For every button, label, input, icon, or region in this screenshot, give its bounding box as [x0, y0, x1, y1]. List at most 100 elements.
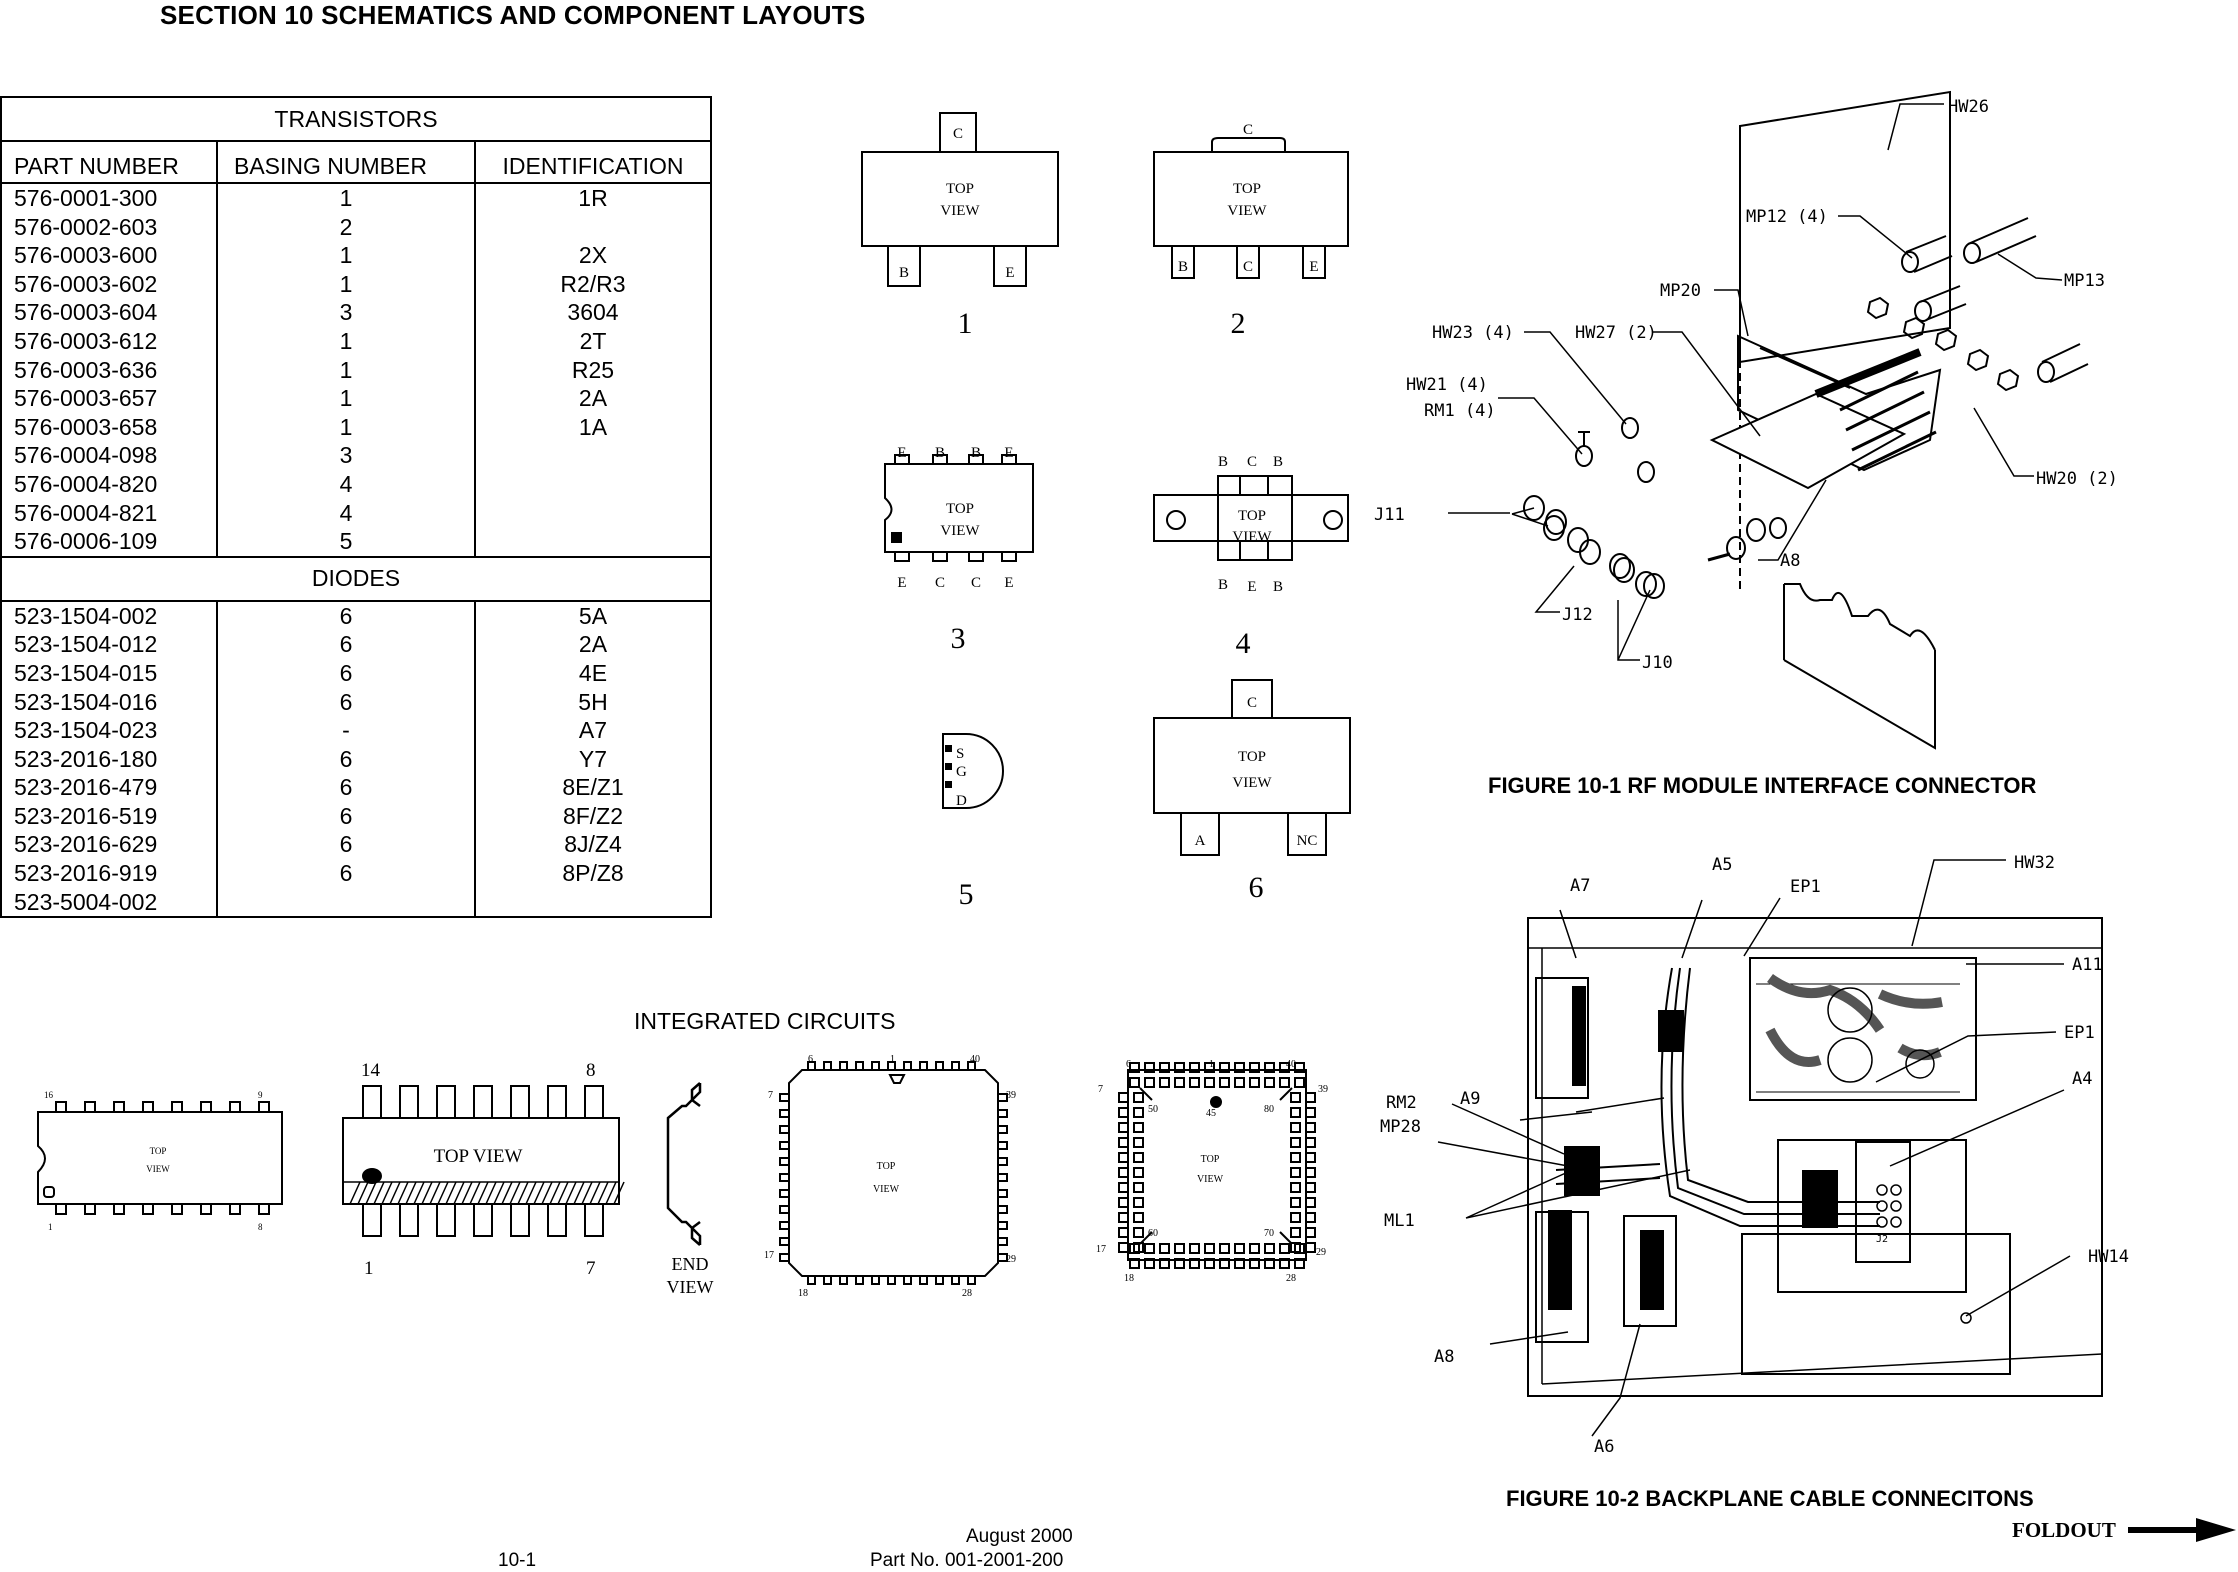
- pkg4-body: [1217, 475, 1293, 561]
- pkg3-pin3: B: [971, 445, 981, 461]
- dip14-pin7-label: 7: [586, 1258, 596, 1279]
- pkg4-number: 4: [1236, 627, 1251, 660]
- diode-row: 523-1504-023- A7: [1, 716, 711, 745]
- hardware-screws: [1523, 417, 1787, 599]
- dip16-pin9-label: 9: [258, 1090, 263, 1100]
- pkg5-number: 5: [959, 878, 974, 911]
- dip14-pin14-label: 14: [361, 1060, 381, 1081]
- label-j11: J11: [1374, 505, 1405, 525]
- pkg3-pin2: B: [935, 445, 945, 461]
- fig2-label-a5: A5: [1712, 855, 1732, 875]
- pkg4-top-label: TOP: [1238, 508, 1266, 524]
- pga-pin6: 6: [1126, 1059, 1131, 1070]
- identification-cell: A7: [578, 717, 608, 744]
- plcc-pin6: 6: [808, 1054, 813, 1065]
- fig2-label-a11: A11: [2072, 955, 2103, 975]
- part-number-cell: 523-2016-180: [1, 744, 218, 774]
- dip14-pin1-label: 1: [364, 1258, 374, 1279]
- a6-card: [1623, 1215, 1677, 1327]
- basing-number-cell: 6: [217, 830, 476, 860]
- label-hw26: HW26: [1948, 97, 1989, 117]
- parts-table: TRANSISTORS PART NUMBER BASING NUMBER ID…: [0, 96, 712, 919]
- identification-cell: 1R: [578, 185, 608, 211]
- label-rm1: RM1 (4): [1424, 401, 1496, 421]
- a8-connector: [1709, 392, 1907, 490]
- pga-pin1: 1: [1209, 1059, 1214, 1070]
- identification-cell: 8F/Z2: [562, 802, 624, 829]
- identification-cell: 5H: [578, 688, 608, 715]
- part-number-cell: 576-0004-821: [1, 498, 218, 528]
- fig2-label-a4: A4: [2072, 1069, 2092, 1089]
- diodes-heading: DIODES: [1, 555, 711, 602]
- pkg6-tab: [1231, 679, 1273, 719]
- pga-top-label: TOP: [1201, 1154, 1220, 1165]
- label-j12: J12: [1562, 605, 1593, 625]
- header-part-number: PART NUMBER: [1, 141, 218, 184]
- pga-inner-70: 70: [1264, 1228, 1274, 1239]
- pkg1-top-label: TOP: [946, 181, 974, 197]
- basing-number-cell: 1: [217, 412, 476, 442]
- plcc-pin18: 18: [798, 1288, 808, 1299]
- fig2-label-j2: J2: [1876, 1234, 1888, 1245]
- pkg6-label-nc: NC: [1297, 833, 1318, 849]
- basing-number-cell: 1: [217, 384, 476, 413]
- identification-cell: 8J/Z4: [564, 831, 622, 858]
- basing-number-cell: 6: [217, 630, 476, 659]
- plcc-pin29: 29: [1006, 1254, 1016, 1265]
- ic-heading: INTEGRATED CIRCUITS: [634, 1008, 896, 1034]
- a7-card: [1535, 977, 1589, 1099]
- fig2-label-ml1: ML1: [1384, 1211, 1415, 1231]
- identification-cell: 5A: [578, 602, 608, 629]
- pkg4-pin-b4: B: [1273, 579, 1283, 595]
- fig2-label-hw14: HW14: [2088, 1247, 2129, 1267]
- pga-pin7: 7: [1098, 1084, 1103, 1095]
- part-number-cell: 576-0004-820: [1, 469, 218, 499]
- pkg3-pin5: E: [1004, 575, 1013, 591]
- part-number-cell: 576-0004-098: [1, 441, 218, 470]
- end-view: [666, 1082, 702, 1246]
- pkg3-body: [884, 463, 1034, 553]
- basing-number-cell: 6: [217, 859, 476, 888]
- basing-number-cell: 1: [217, 326, 476, 356]
- label-mp20: MP20: [1660, 281, 1701, 301]
- module-a4: [1777, 1139, 1967, 1293]
- pga-pin18: 18: [1124, 1273, 1134, 1284]
- pkg2-lead-c: [1236, 245, 1260, 279]
- basing-number-cell: 3: [217, 441, 476, 470]
- fig2-label-mp28: MP28: [1380, 1117, 1421, 1137]
- basing-number-cell: -: [217, 716, 476, 745]
- part-number-cell: 576-0001-300: [1, 183, 218, 213]
- pga-pin40: 40: [1286, 1059, 1296, 1070]
- pga-pin39: 39: [1318, 1084, 1328, 1095]
- pkg5-pin-g: G: [956, 764, 967, 780]
- identification-cell: 4E: [578, 659, 608, 686]
- part-number-cell: 576-0003-604: [1, 298, 218, 327]
- hardware-nuts: [1866, 296, 2020, 392]
- basing-number-cell: 5: [217, 527, 476, 557]
- mp13-spacer: [1963, 217, 2037, 264]
- figure-10-1-caption: FIGURE 10-1 RF MODULE INTERFACE CONNECTO…: [1488, 773, 2037, 798]
- identification-cell: Y7: [578, 745, 608, 772]
- mp12-spacers: [1901, 235, 2089, 383]
- identification-cell: 1A: [578, 413, 608, 440]
- pkg1-lead-b: [887, 245, 921, 287]
- identification-cell: R2/R3: [560, 270, 626, 297]
- part-number-cell: 523-2016-479: [1, 773, 218, 802]
- part-number-cell: 523-1504-023: [1, 716, 218, 745]
- dip14-pin8-label: 8: [586, 1060, 596, 1081]
- pkg6-lead-nc: [1287, 812, 1327, 856]
- pkg2-tab: [1211, 137, 1286, 152]
